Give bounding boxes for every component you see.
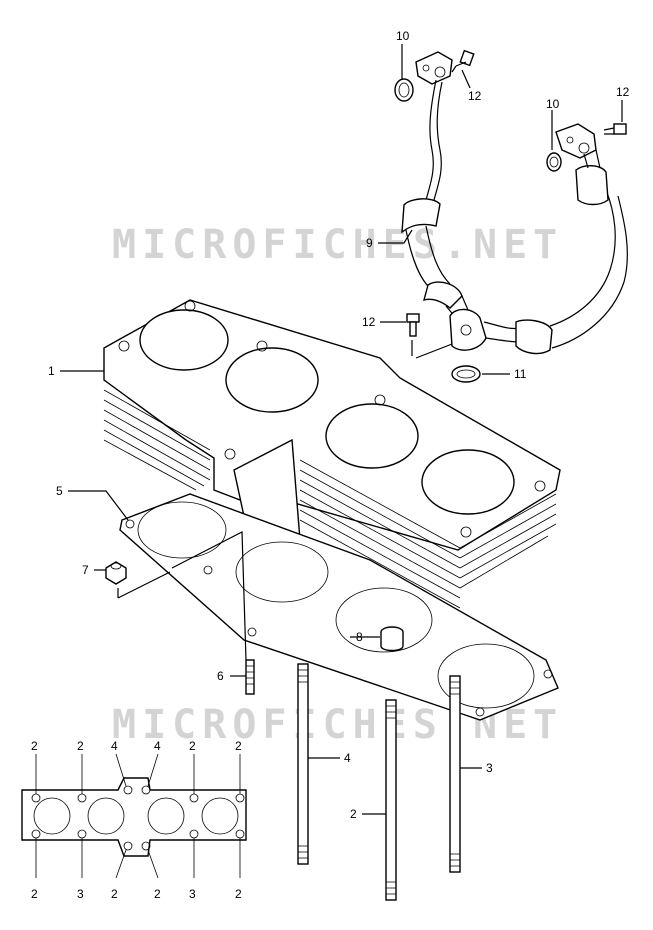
callout-5: 5 xyxy=(56,484,63,498)
washer-11 xyxy=(451,365,481,383)
callout-3: 3 xyxy=(486,761,493,775)
stud-bolt-6 xyxy=(245,659,255,695)
diagram-callout-2-d: 2 xyxy=(235,739,242,753)
diagram-callout-3-a: 3 xyxy=(77,887,84,901)
callout-1: 1 xyxy=(48,364,55,378)
nut-7 xyxy=(105,561,127,585)
bore-1 xyxy=(139,309,229,371)
hose-right-fitting xyxy=(575,165,609,206)
dowel-pin-8 xyxy=(380,626,404,652)
callout-6: 6 xyxy=(217,669,224,683)
callout-labels: 10 12 10 12 9 12 11 1 5 7 8 6 4 3 2 2 2 … xyxy=(31,29,630,901)
callout-11: 11 xyxy=(514,367,527,381)
callout-4: 4 xyxy=(344,751,351,765)
leader-lines xyxy=(60,44,623,815)
bolt-12-lower xyxy=(406,313,420,337)
hose-left-fitting xyxy=(401,198,441,234)
bore-2 xyxy=(225,347,319,413)
diagram-callout-4-a: 4 xyxy=(111,739,118,753)
callout-10-top-right: 10 xyxy=(546,97,560,111)
stud-bolt-4 xyxy=(297,663,309,865)
diagram-callout-2-h: 2 xyxy=(235,887,242,901)
callout-7: 7 xyxy=(82,563,89,577)
diagram-callout-2-g: 2 xyxy=(154,887,161,901)
diagram-callout-3-b: 3 xyxy=(189,887,196,901)
diagram-callout-2-b: 2 xyxy=(77,739,84,753)
cylinder-base-gasket xyxy=(119,493,559,721)
diagram-callout-2-a: 2 xyxy=(31,739,38,753)
hose-flange-left xyxy=(415,51,453,85)
callout-10-top-left: 10 xyxy=(396,29,410,43)
oil-hose-assembly xyxy=(401,51,628,355)
callout-8: 8 xyxy=(356,630,363,644)
watermark-top: MICROFICHES.NET xyxy=(112,222,563,268)
stud-location-diagram xyxy=(21,753,247,879)
hose-flange-right xyxy=(555,123,597,159)
callout-2: 2 xyxy=(350,807,357,821)
callout-12-lower: 12 xyxy=(362,315,376,329)
stud-bolt-2 xyxy=(385,699,397,901)
diagram-callout-2-e: 2 xyxy=(31,887,38,901)
bolt-12-upper-right xyxy=(603,123,627,135)
stud-bolt-3 xyxy=(449,675,461,873)
diagram-callout-4-b: 4 xyxy=(154,739,161,753)
callout-12-top-left: 12 xyxy=(468,89,482,103)
callout-12-top-right: 12 xyxy=(616,85,630,99)
bore-3 xyxy=(325,403,419,469)
washer-10-left xyxy=(394,78,414,102)
washer-10-right xyxy=(546,152,562,172)
diagram-callout-2-f: 2 xyxy=(111,887,118,901)
bolt-12-upper-left xyxy=(451,49,475,73)
diagram-callout-2-c: 2 xyxy=(189,739,196,753)
callout-9: 9 xyxy=(366,236,373,250)
bore-4 xyxy=(421,449,515,515)
hose-t-fitting xyxy=(449,308,487,351)
